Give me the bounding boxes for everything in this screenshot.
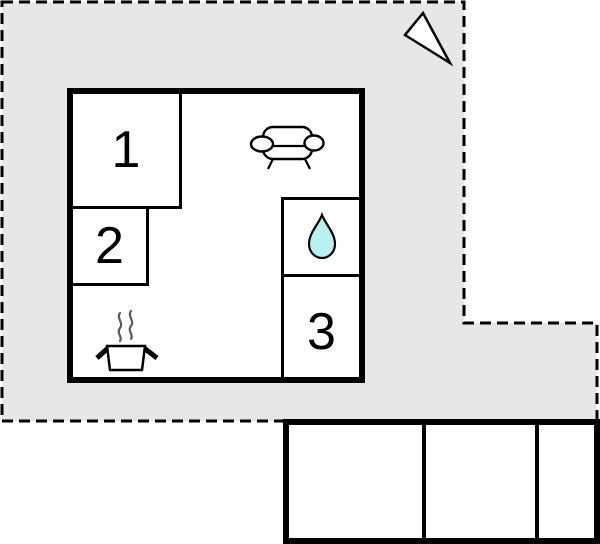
room-2: 2 (73, 209, 149, 286)
annex-section-2 (426, 425, 535, 538)
cooking-pot-icon (95, 309, 159, 372)
bathroom (281, 197, 359, 277)
annex-building (283, 419, 600, 544)
room-3: 3 (281, 277, 359, 377)
room-1-label: 1 (111, 121, 141, 179)
room-2-label: 2 (95, 217, 124, 275)
water-drop-icon (307, 212, 336, 260)
annex-section-1 (289, 425, 422, 538)
annex-divider (535, 425, 539, 538)
house-outline: 1 2 3 (67, 88, 365, 383)
north-arrow-icon (403, 10, 454, 67)
room-1: 1 (73, 94, 182, 209)
room-3-label: 3 (307, 303, 336, 361)
annex-section-3 (539, 425, 594, 538)
annex-divider (422, 425, 426, 538)
sofa-icon (249, 125, 325, 170)
